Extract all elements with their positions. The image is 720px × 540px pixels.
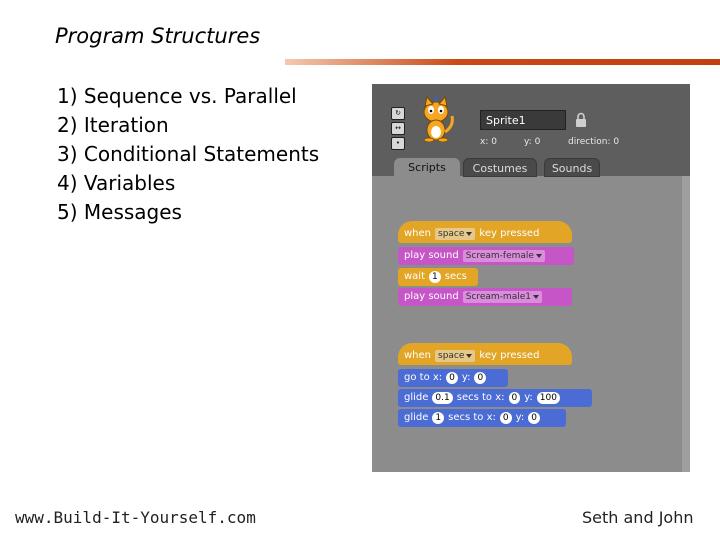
block-label: secs <box>444 271 467 282</box>
outline-item: 2) Iteration <box>57 113 169 137</box>
sprite-header: ↻ ↔ • Sprite1 x: 0 y: 0 direction: 0 Scr… <box>372 84 690 177</box>
rotate-free-icon[interactable]: ↻ <box>391 107 405 120</box>
wait-block[interactable]: wait 1 secs <box>398 268 478 286</box>
block-label: y: <box>524 392 533 403</box>
outline-item: 5) Messages <box>57 200 182 224</box>
play-sound-block[interactable]: play sound Scream-female <box>398 247 574 265</box>
tab-sounds[interactable]: Sounds <box>544 158 600 177</box>
x-position: x: 0 <box>480 137 497 147</box>
block-label: y: <box>461 372 471 383</box>
key-value: space <box>438 228 465 239</box>
chevron-down-icon <box>466 353 473 358</box>
y-input[interactable]: 0 <box>474 372 487 384</box>
block-label: secs to x: <box>448 412 496 423</box>
outline-item: 1) Sequence vs. Parallel <box>57 84 297 108</box>
block-label: glide <box>404 412 429 423</box>
scratch-screenshot: ↻ ↔ • Sprite1 x: 0 y: 0 direction: 0 Scr… <box>372 84 690 472</box>
when-key-pressed-block[interactable]: when space key pressed <box>398 343 572 365</box>
outline-list: 1) Sequence vs. Parallel 2) Iteration 3)… <box>57 82 319 227</box>
sound-dropdown[interactable]: Scream-male1 <box>462 291 542 303</box>
outline-item: 4) Variables <box>57 171 176 195</box>
sprite-name-field[interactable]: Sprite1 <box>480 110 566 130</box>
key-dropdown[interactable]: space <box>435 227 476 240</box>
block-label: y: <box>515 412 525 423</box>
go-to-xy-block[interactable]: go to x: 0 y: 0 <box>398 369 508 387</box>
scripts-area[interactable]: when space key pressed play sound Scream… <box>380 184 690 472</box>
block-label: key pressed <box>479 349 540 361</box>
x-input[interactable]: 0 <box>446 372 458 384</box>
lock-icon[interactable] <box>575 112 587 128</box>
tab-costumes[interactable]: Costumes <box>463 158 537 177</box>
block-label: play sound <box>404 291 459 302</box>
glide-block[interactable]: glide 0.1 secs to x: 0 y: 100 <box>398 389 592 407</box>
block-label: go to x: <box>404 372 443 383</box>
chevron-down-icon <box>535 254 542 258</box>
wait-input[interactable]: 1 <box>429 271 441 283</box>
when-key-pressed-block[interactable]: when space key pressed <box>398 221 572 243</box>
sound-dropdown[interactable]: Scream-female <box>462 250 545 262</box>
no-rotate-icon[interactable]: • <box>391 137 405 150</box>
block-label: when <box>404 349 432 361</box>
block-label: play sound <box>404 250 459 261</box>
sound-value: Scream-female <box>465 251 534 261</box>
key-dropdown[interactable]: space <box>435 349 476 362</box>
glide-block[interactable]: glide 1 secs to x: 0 y: 0 <box>398 409 566 427</box>
flip-horizontal-icon[interactable]: ↔ <box>391 122 405 135</box>
play-sound-block[interactable]: play sound Scream-male1 <box>398 288 572 306</box>
glide-y-input[interactable]: 100 <box>536 392 560 404</box>
block-label: wait <box>404 271 426 282</box>
chevron-down-icon <box>466 231 473 236</box>
footer-website: www.Build-It-Yourself.com <box>15 508 256 527</box>
title-divider <box>285 59 720 65</box>
key-value: space <box>438 350 465 361</box>
glide-x-input[interactable]: 0 <box>499 412 512 424</box>
cat-sprite-icon[interactable] <box>416 96 456 142</box>
y-position: y: 0 <box>524 137 541 147</box>
glide-x-input[interactable]: 0 <box>508 392 521 404</box>
glide-secs-input[interactable]: 0.1 <box>432 392 453 404</box>
footer-authors: Seth and John <box>582 508 694 527</box>
slide-title: Program Structures <box>55 24 261 48</box>
outline-item: 3) Conditional Statements <box>57 142 320 166</box>
direction-readout: direction: 0 <box>568 137 620 147</box>
glide-y-input[interactable]: 0 <box>528 412 540 424</box>
sound-value: Scream-male1 <box>465 292 531 302</box>
block-label: secs to x: <box>456 392 505 403</box>
chevron-down-icon <box>532 295 539 299</box>
block-label: glide <box>404 392 429 403</box>
block-label: key pressed <box>479 227 540 239</box>
scripts-scrollbar[interactable] <box>682 176 690 472</box>
block-label: when <box>404 227 432 239</box>
tab-scripts[interactable]: Scripts <box>394 158 460 177</box>
glide-secs-input[interactable]: 1 <box>432 412 445 424</box>
